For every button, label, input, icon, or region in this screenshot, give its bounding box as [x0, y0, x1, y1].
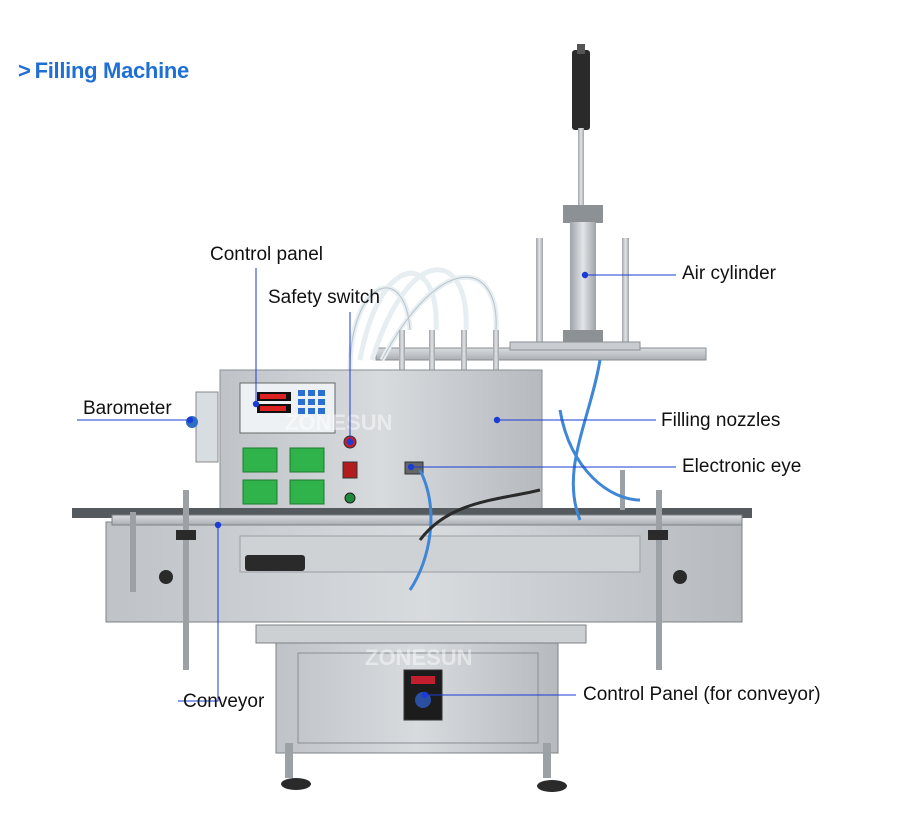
conveyor-rail-back: [72, 508, 752, 518]
label-conveyor-control-panel: Control Panel (for conveyor): [583, 684, 821, 705]
power-switch: [342, 461, 358, 479]
label-control-panel: Control panel: [210, 244, 324, 265]
label-barometer: Barometer: [83, 398, 172, 419]
conveyor-rail: [111, 514, 743, 526]
leader-dots: [186, 271, 589, 699]
leader-lines: [77, 268, 676, 702]
page-title: >Filling Machine: [18, 58, 189, 84]
label-electronic-eye: Electronic eye: [682, 456, 802, 477]
barometer: [195, 391, 219, 463]
label-safety-switch: Safety switch: [268, 287, 380, 308]
watermark: ZONESUN: [365, 645, 473, 670]
lower-stand-top: [255, 624, 587, 644]
tubes-outline: [349, 277, 497, 371]
title-text: Filling Machine: [34, 58, 190, 83]
watermark: ZONESUN: [285, 410, 393, 435]
label-air-cylinder: Air cylinder: [682, 263, 776, 284]
air-cylinder-assembly: [536, 44, 629, 348]
label-filling-nozzles: Filling nozzles: [661, 410, 781, 431]
chevron-icon: >: [18, 58, 31, 83]
label-conveyor: Conveyor: [183, 691, 265, 712]
